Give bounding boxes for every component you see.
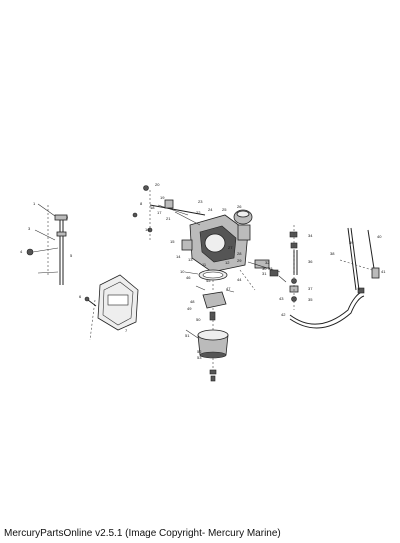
callout-16: 16: [145, 227, 150, 232]
callout-40: 40: [377, 234, 382, 239]
callout-28: 28: [237, 251, 242, 256]
callout-41: 41: [381, 269, 386, 274]
fuel-hose: [289, 287, 365, 329]
choke-rod-assembly: [339, 227, 380, 291]
callout-48: 48: [190, 299, 195, 304]
throttle-shaft: [132, 185, 206, 240]
callout-36: 36: [308, 259, 313, 264]
callout-44: 44: [237, 277, 242, 282]
callout-15: 15: [170, 239, 175, 244]
callout-22: 22: [196, 210, 201, 215]
callout-32: 32: [265, 260, 270, 265]
carburetor-body: [157, 204, 251, 273]
callout-10: 10: [180, 269, 185, 274]
callout-17: 17: [157, 210, 162, 215]
callout-6: 6: [79, 294, 82, 299]
cover-plate: [89, 274, 139, 341]
callout-2: 2: [66, 215, 69, 220]
callout-24: 24: [208, 207, 213, 212]
callout-8: 8: [140, 201, 143, 206]
callout-47: 47: [226, 286, 231, 291]
callout-18: 18: [150, 205, 155, 210]
callout-7: 7: [125, 328, 128, 333]
callout-29: 29: [237, 258, 242, 263]
callout-14: 14: [176, 254, 181, 259]
fuel-fitting-column: [289, 225, 299, 310]
callout-11: 11: [202, 262, 207, 267]
needle-seat: [209, 308, 216, 330]
callout-26: 26: [237, 204, 242, 209]
mixture-fittings: [239, 259, 281, 291]
callout-52: 52: [197, 349, 202, 354]
callout-43: 43: [279, 296, 284, 301]
callout-42: 42: [281, 312, 286, 317]
callout-19: 19: [160, 195, 165, 200]
linkage-rod-assembly: [26, 203, 68, 285]
callout-53: 53: [197, 355, 202, 360]
float: [202, 280, 227, 309]
callout-31: 31: [262, 271, 267, 276]
callout-12: 12: [225, 260, 230, 265]
drain-plug: [209, 358, 217, 382]
callout-5: 5: [70, 253, 73, 258]
callout-46: 46: [186, 275, 191, 280]
callout-37: 37: [308, 286, 313, 291]
callout-30: 30: [262, 266, 267, 271]
callout-49: 49: [187, 306, 192, 311]
callout-3: 3: [28, 226, 31, 231]
callout-51: 51: [185, 333, 190, 338]
callout-35: 35: [308, 297, 313, 302]
callout-13: 13: [188, 257, 193, 262]
callout-39: 39: [349, 240, 354, 245]
gasket-ring: [198, 269, 228, 281]
callout-4: 4: [20, 249, 23, 254]
callout-34: 34: [308, 233, 313, 238]
float-cup: [233, 209, 253, 225]
leader-lines: [184, 271, 287, 339]
callout-50: 50: [196, 317, 201, 322]
callout-27: 27: [228, 245, 233, 250]
callout-20: 20: [155, 182, 160, 187]
copyright-caption: MercuryPartsOnline v2.5.1 (Image Copyrig…: [4, 528, 281, 539]
screw-set: [84, 296, 97, 307]
callout-33: 33: [268, 266, 273, 271]
callout-23: 23: [198, 199, 203, 204]
float-bowl: [197, 329, 229, 359]
callout-38: 38: [330, 251, 335, 256]
callout-45: 45: [206, 278, 211, 283]
callout-1: 1: [33, 201, 36, 206]
callout-25: 25: [222, 207, 227, 212]
callout-21: 21: [166, 216, 171, 221]
